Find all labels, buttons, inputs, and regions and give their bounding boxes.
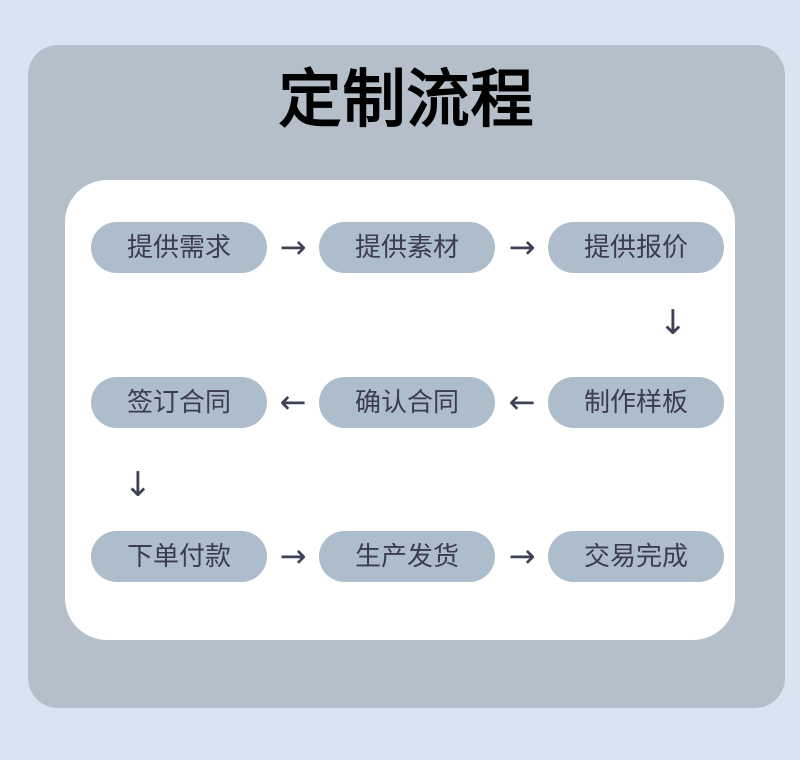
flow-row-1: 提供需求 → 提供素材 → 提供报价: [91, 222, 724, 273]
flow-step-production-shipping[interactable]: 生产发货: [319, 531, 495, 582]
flow-row-2: 签订合同 ← 确认合同 ← 制作样板: [91, 377, 724, 428]
arrow-right-icon: →: [508, 228, 536, 266]
flow-step-confirm-contract[interactable]: 确认合同: [319, 377, 495, 428]
arrow-left-icon: ←: [508, 383, 536, 421]
flow-row-3: 下单付款 → 生产发货 → 交易完成: [91, 531, 724, 582]
flow-step-provide-quote[interactable]: 提供报价: [548, 222, 724, 273]
flow-step-make-sample[interactable]: 制作样板: [548, 377, 724, 428]
arrow-right-icon: →: [279, 228, 307, 266]
flow-step-provide-requirements[interactable]: 提供需求: [91, 222, 267, 273]
arrow-down-icon: ↓: [658, 303, 688, 343]
page-title: 定制流程: [278, 65, 535, 135]
arrow-right-icon: →: [508, 537, 536, 575]
flow-step-place-order-payment[interactable]: 下单付款: [91, 531, 267, 582]
flow-step-sign-contract[interactable]: 签订合同: [91, 377, 267, 428]
flow-step-provide-materials[interactable]: 提供素材: [319, 222, 495, 273]
arrow-right-icon: →: [279, 537, 307, 575]
arrow-left-icon: ←: [279, 383, 307, 421]
flow-step-transaction-complete[interactable]: 交易完成: [548, 531, 724, 582]
arrow-down-icon: ↓: [123, 465, 153, 505]
